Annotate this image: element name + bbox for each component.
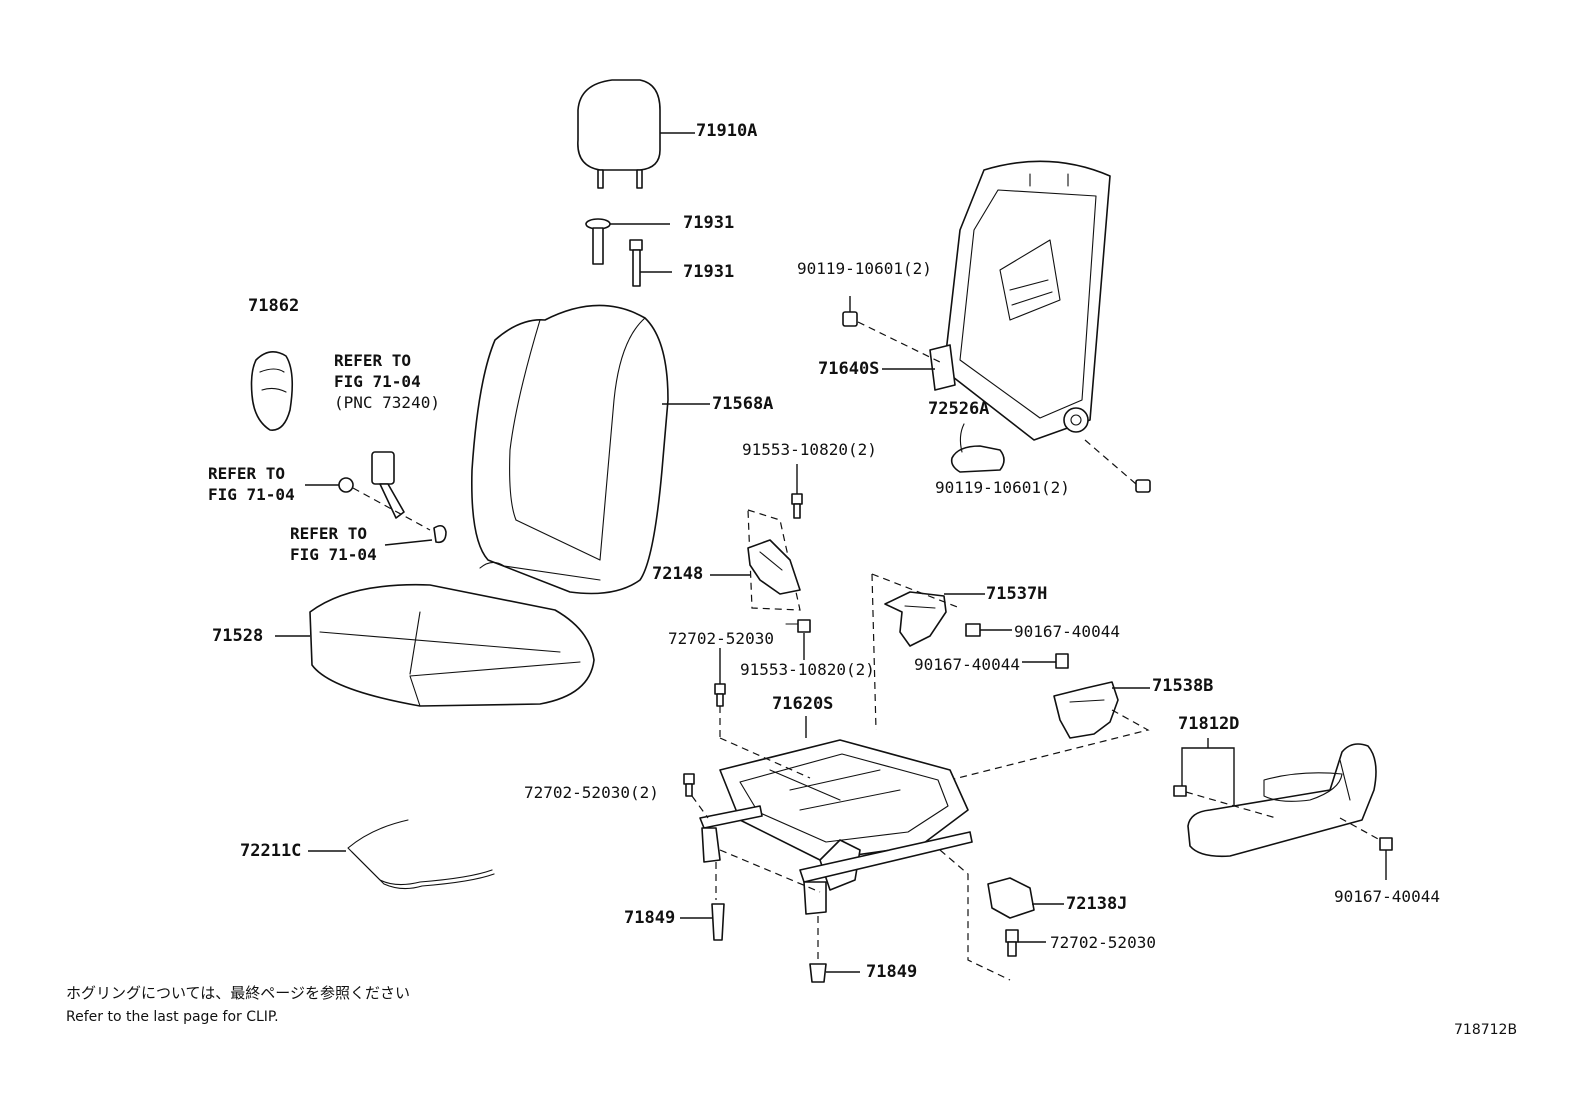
shield-71812d-drawing bbox=[1187, 743, 1377, 858]
label-frame-assy: 71620S bbox=[772, 694, 834, 714]
seat-cushion-drawing bbox=[309, 583, 595, 707]
label-back-cover: 71568A bbox=[712, 394, 774, 414]
label-refer-lower-2: FIG 71-04 bbox=[290, 545, 377, 564]
label-bolt-91553-bottom: 91553-10820(2) bbox=[740, 660, 875, 679]
note-japanese: ホグリングについては、最終ページを参照ください bbox=[66, 984, 410, 1002]
label-screw-90167-b: 90167-40044 bbox=[914, 655, 1020, 674]
label-refer-belt-1: REFER TO bbox=[334, 351, 412, 370]
label-pin-a: 71849 bbox=[624, 908, 676, 928]
seat-back-frame-drawing bbox=[929, 160, 1111, 441]
label-cover-72138j: 72138J bbox=[1066, 894, 1128, 914]
label-cover-71537h: 71537H bbox=[986, 584, 1048, 604]
belt-buckle-drawing bbox=[338, 451, 447, 544]
label-back-frame: 71640S bbox=[818, 359, 880, 379]
label-refer-belt-3: (PNC 73240) bbox=[334, 393, 440, 412]
label-screw-90167-a: 90167-40044 bbox=[1014, 622, 1120, 641]
label-refer-left-1: REFER TO bbox=[208, 464, 286, 483]
cover-72526a-drawing bbox=[950, 445, 1005, 473]
figure-code: 718712B bbox=[1454, 1022, 1518, 1038]
label-clip-72702-b: 72702-52030(2) bbox=[524, 783, 659, 802]
bracket-drawing bbox=[747, 509, 801, 611]
label-refer-left-2: FIG 71-04 bbox=[208, 485, 295, 504]
cover-71862-drawing bbox=[250, 351, 294, 431]
label-pin-b: 71849 bbox=[866, 962, 918, 982]
label-cover-71538b: 71538B bbox=[1152, 676, 1214, 696]
label-refer-belt-2: FIG 71-04 bbox=[334, 372, 421, 391]
pin-71849-b-drawing bbox=[809, 963, 827, 983]
headrest-drawing bbox=[577, 79, 661, 189]
label-support-lower: 71931 bbox=[683, 262, 735, 282]
note-english: Refer to the last page for CLIP. bbox=[66, 1009, 279, 1025]
label-bolt-right: 90119-10601(2) bbox=[935, 478, 1070, 497]
cover-72138j-drawing bbox=[987, 877, 1035, 919]
wire-drawing bbox=[347, 819, 495, 890]
seat-back-drawing bbox=[471, 304, 669, 595]
label-support-upper: 71931 bbox=[683, 213, 735, 233]
cover-71538b-drawing bbox=[1053, 681, 1119, 739]
label-cover-72526a: 72526A bbox=[928, 399, 990, 419]
headrest-support-drawing bbox=[585, 218, 643, 287]
label-refer-lower-1: REFER TO bbox=[290, 524, 368, 543]
label-headrest: 71910A bbox=[696, 121, 758, 141]
pin-71849-a-drawing bbox=[711, 903, 725, 941]
cover-71537h-drawing bbox=[884, 591, 947, 647]
seat-frame-assy-drawing bbox=[699, 739, 973, 915]
label-clip-72702-c: 72702-52030 bbox=[1050, 933, 1156, 952]
label-shield: 71812D bbox=[1178, 714, 1240, 734]
label-screw-90167-c: 90167-40044 bbox=[1334, 887, 1440, 906]
label-cover-71862: 71862 bbox=[248, 296, 300, 316]
label-cushion: 71528 bbox=[212, 626, 264, 646]
label-clip-72702-a: 72702-52030 bbox=[668, 629, 774, 648]
label-bolt-91553-top: 91553-10820(2) bbox=[742, 440, 877, 459]
label-bracket: 72148 bbox=[652, 564, 704, 584]
label-bolt-top: 90119-10601(2) bbox=[797, 259, 932, 278]
label-wire: 72211C bbox=[240, 841, 302, 861]
